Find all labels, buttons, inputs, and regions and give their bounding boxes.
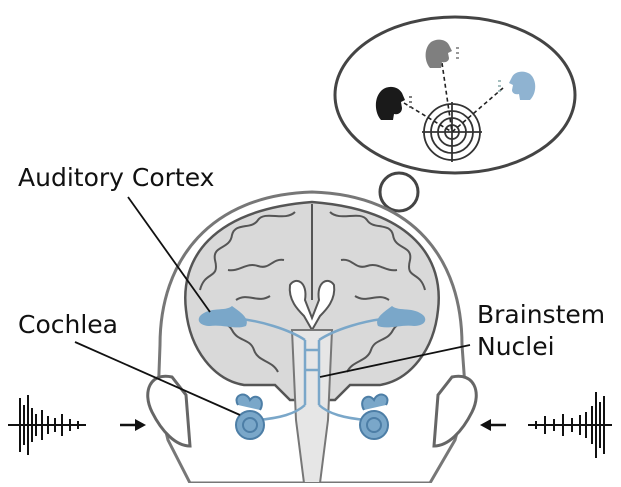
nuclei-label: Nuclei xyxy=(477,332,555,361)
left-cochlea xyxy=(236,395,264,439)
left-arrow-icon xyxy=(120,419,146,431)
left-sound-waveform-icon xyxy=(8,395,86,455)
right-arrow-icon xyxy=(480,419,506,431)
auditory-cortex-label: Auditory Cortex xyxy=(18,163,214,192)
cochlea-label: Cochlea xyxy=(18,310,118,339)
right-sound-waveform-icon xyxy=(528,392,612,458)
brainstem-label: Brainstem xyxy=(477,300,605,329)
right-cochlea xyxy=(360,395,388,439)
